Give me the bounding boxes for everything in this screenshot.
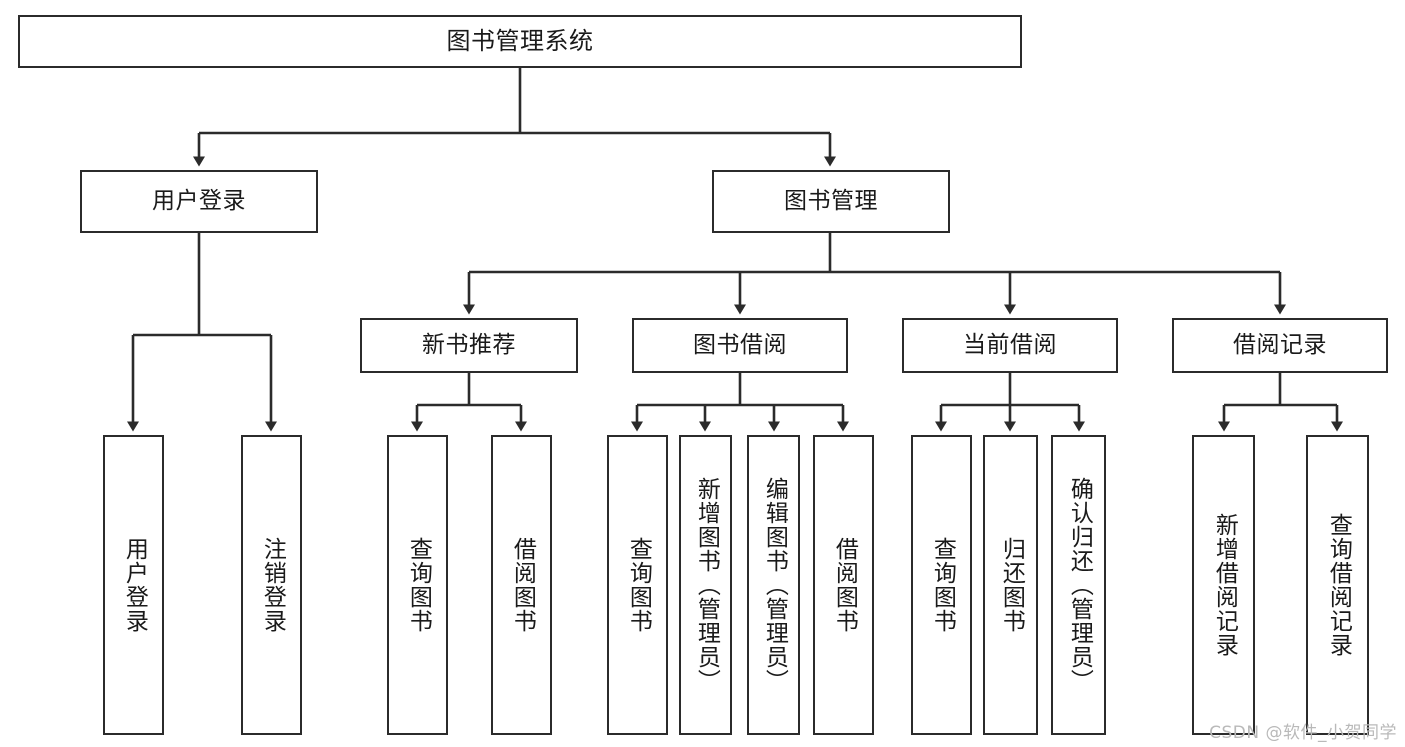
leaf-query-books-borrow[interactable]: 查询图书	[607, 435, 668, 735]
leaf-logout-login[interactable]: 注销登录	[241, 435, 302, 735]
leaf-borrow-books-borrow[interactable]: 借阅图书	[813, 435, 874, 735]
node-label: 归还图书	[998, 537, 1025, 633]
leaf-add-book-admin[interactable]: 新增图书（管理员）	[679, 435, 732, 735]
node-label: 查询图书	[929, 537, 956, 633]
node-user-login[interactable]: 用户登录	[80, 170, 318, 233]
leaf-borrow-books-recommendation[interactable]: 借阅图书	[491, 435, 552, 735]
node-label: 查询图书	[405, 537, 432, 633]
node-book-borrow[interactable]: 图书借阅	[632, 318, 848, 373]
leaf-return-books[interactable]: 归还图书	[983, 435, 1038, 735]
node-label: 注销登录	[259, 537, 286, 633]
node-label: 确认归还（管理员）	[1066, 477, 1093, 693]
node-root-book-management-system[interactable]: 图书管理系统	[18, 15, 1022, 68]
node-label: 借阅记录	[1233, 331, 1327, 358]
leaf-confirm-return-admin[interactable]: 确认归还（管理员）	[1051, 435, 1106, 735]
leaf-query-borrow-record[interactable]: 查询借阅记录	[1306, 435, 1369, 735]
node-borrow-records[interactable]: 借阅记录	[1172, 318, 1388, 373]
leaf-query-books-current[interactable]: 查询图书	[911, 435, 972, 735]
node-book-management[interactable]: 图书管理	[712, 170, 950, 233]
node-label: 新增图书（管理员）	[693, 477, 720, 693]
node-label: 查询借阅记录	[1325, 513, 1352, 657]
node-current-borrow[interactable]: 当前借阅	[902, 318, 1118, 373]
node-label: 用户登录	[152, 187, 246, 214]
node-label: 图书管理	[784, 187, 878, 214]
leaf-edit-book-admin[interactable]: 编辑图书（管理员）	[747, 435, 800, 735]
node-label: 图书借阅	[693, 331, 787, 358]
node-label: 新增借阅记录	[1211, 513, 1238, 657]
node-new-book-recommendation[interactable]: 新书推荐	[360, 318, 578, 373]
node-label: 查询图书	[625, 537, 652, 633]
node-label: 编辑图书（管理员）	[761, 477, 788, 693]
node-label: 借阅图书	[831, 537, 858, 633]
node-label: 新书推荐	[422, 331, 516, 358]
node-label: 图书管理系统	[446, 27, 594, 56]
leaf-query-books-recommendation[interactable]: 查询图书	[387, 435, 448, 735]
leaf-add-borrow-record[interactable]: 新增借阅记录	[1192, 435, 1255, 735]
csdn-watermark: CSDN @软件_小贺同学	[1209, 723, 1397, 743]
leaf-user-login[interactable]: 用户登录	[103, 435, 164, 735]
node-label: 借阅图书	[509, 537, 536, 633]
node-label: 当前借阅	[963, 331, 1057, 358]
node-label: 用户登录	[121, 537, 148, 633]
